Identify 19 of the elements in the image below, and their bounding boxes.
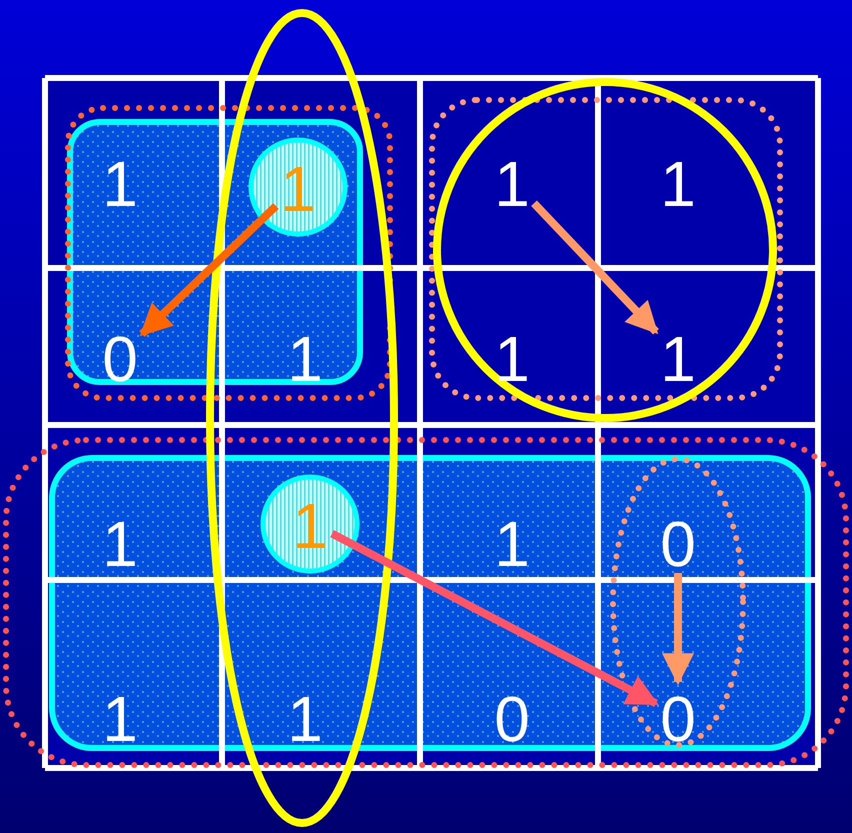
map-value: 1	[490, 322, 534, 388]
map-value: 1	[656, 147, 700, 213]
map-value: 1	[288, 489, 332, 555]
map-value: 0	[656, 507, 700, 573]
arrow	[531, 200, 659, 335]
map-value: 1	[98, 147, 142, 213]
arrow	[139, 203, 279, 337]
map-value: 1	[276, 152, 320, 218]
arrow	[662, 573, 694, 686]
map-value: 1	[98, 507, 142, 573]
map-value: 1	[283, 682, 327, 748]
map-value: 1	[490, 507, 534, 573]
map-value: 1	[656, 322, 700, 388]
map-value: 0	[98, 322, 142, 388]
map-value: 1	[283, 322, 327, 388]
map-value: 0	[490, 682, 534, 748]
map-value: 0	[656, 682, 700, 748]
map-value: 1	[490, 147, 534, 213]
map-value: 1	[98, 682, 142, 748]
